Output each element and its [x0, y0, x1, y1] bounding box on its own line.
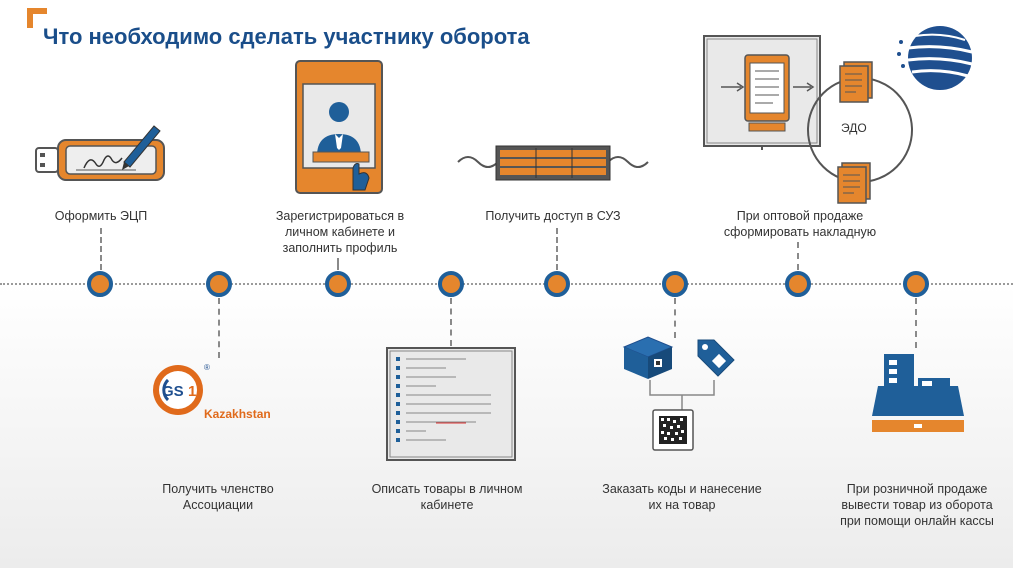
tag-icon [694, 336, 736, 378]
invoice-bottom-icon [838, 163, 874, 203]
svg-text:1: 1 [188, 383, 196, 400]
gs1-logo: GS 1 ® Kazakhstan [152, 362, 277, 427]
invoice-top-icon [840, 62, 876, 102]
page-title: Что необходимо сделать участнику оборота [43, 24, 530, 50]
step-label-invoice: При оптовой продаже сформировать накладн… [715, 208, 885, 240]
step-label-codes: Заказать коды и нанесение их на товар [596, 481, 768, 513]
connector-line [450, 298, 452, 346]
timeline [0, 283, 1013, 285]
timeline-node [662, 271, 688, 297]
datamatrix-code-icon [653, 410, 693, 450]
connector-line [556, 228, 558, 270]
timeline-node [544, 271, 570, 297]
timeline-node [438, 271, 464, 297]
connector-line [797, 242, 799, 270]
connector-line [915, 298, 917, 348]
timeline-node [87, 271, 113, 297]
product-list-icon [386, 347, 516, 462]
connector-line [674, 298, 676, 338]
svg-text:GS: GS [162, 383, 184, 400]
timeline-node [903, 271, 929, 297]
code-link-lines [648, 380, 718, 410]
tablet-profile-icon [295, 60, 385, 196]
cash-register-icon [870, 352, 966, 434]
globe-logo-icon [895, 22, 975, 97]
gs1-registered-mark: ® [204, 363, 210, 372]
connector-line [218, 298, 220, 358]
edo-label: ЭДО [841, 121, 867, 135]
box-icon [622, 335, 674, 380]
step-label-suz: Получить доступ в СУЗ [478, 208, 628, 224]
timeline-node [785, 271, 811, 297]
timeline-node [325, 271, 351, 297]
step-label-retail: При розничной продаже вывести товар из о… [832, 481, 1002, 529]
connector-line [337, 258, 339, 270]
usb-signature-icon [36, 122, 166, 192]
step-label-register: Зарегистрироваться в личном кабинете и з… [265, 208, 415, 256]
gs1-country: Kazakhstan [204, 407, 271, 421]
timeline-node [206, 271, 232, 297]
connector-line [100, 228, 102, 270]
server-rack-icon [458, 142, 648, 182]
step-label-signature: Оформить ЭЦП [36, 208, 166, 224]
step-label-membership: Получить членство Ассоциации [156, 481, 280, 513]
step-label-describe: Описать товары в личном кабинете [366, 481, 528, 513]
